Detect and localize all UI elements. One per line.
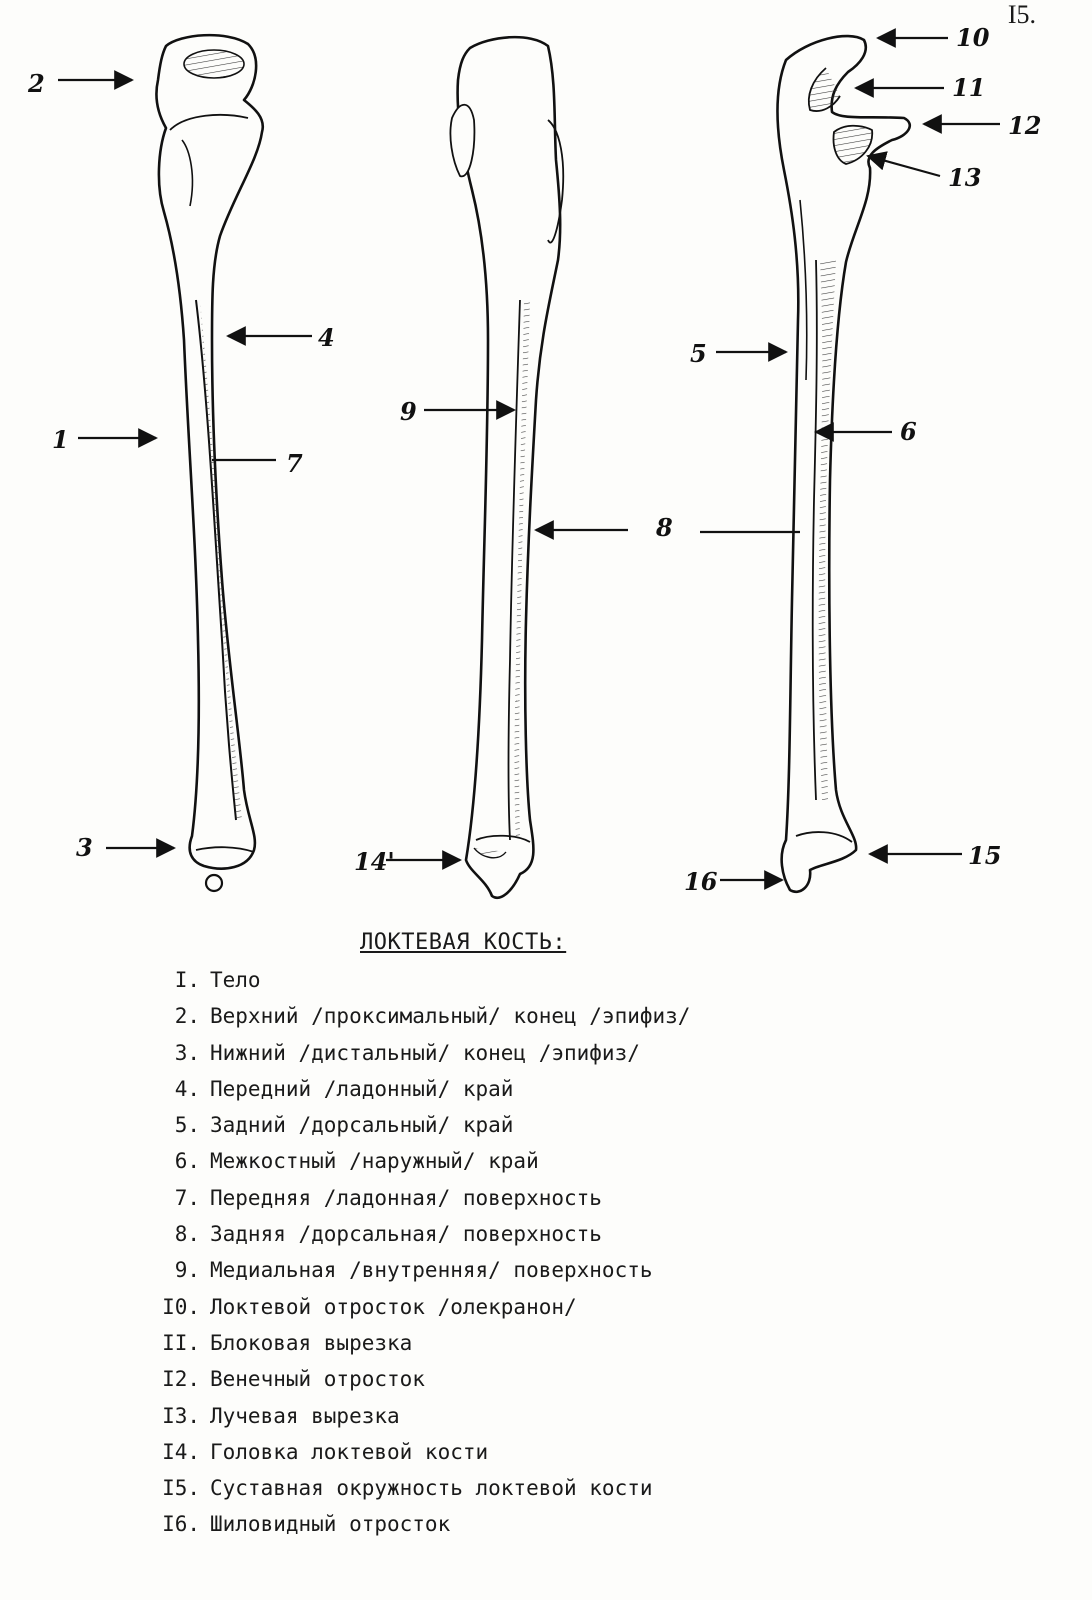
ulna-illustration: 2 3 1 4 7 9 8 14' 10 11 12 13 5 6 16 15 xyxy=(27,23,1041,899)
callout-15: 15 xyxy=(968,841,1001,870)
legend-number: 9. xyxy=(174,1258,200,1283)
ulna-anterior-view xyxy=(155,33,265,893)
callout-9: 9 xyxy=(400,397,417,426)
callout-7: 7 xyxy=(286,449,303,478)
callout-3: 3 xyxy=(76,833,93,862)
callout-5: 5 xyxy=(690,339,707,368)
legend-item: 9. Медиальная /внутренняя/ поверхность xyxy=(150,1258,690,1294)
legend-item: 7. Передняя /ладонная/ поверхность xyxy=(150,1186,690,1222)
legend-text: Задняя /дорсальная/ поверхность xyxy=(210,1222,602,1247)
legend-number: I3. xyxy=(162,1403,200,1428)
legend-item: 8. Задняя /дорсальная/ поверхность xyxy=(150,1222,690,1258)
legend-item: I3. Лучевая вырезка xyxy=(150,1404,690,1440)
legend-item: I2. Венечный отросток xyxy=(150,1367,690,1403)
legend-number: I0. xyxy=(162,1294,200,1319)
callout-6: 6 xyxy=(900,417,917,446)
legend-item: II. Блоковая вырезка xyxy=(150,1331,690,1367)
legend-text: Передняя /ладонная/ поверхность xyxy=(210,1185,602,1210)
legend-text: Тело xyxy=(210,968,261,992)
callout-16: 16 xyxy=(684,867,718,896)
callout-4: 4 xyxy=(318,323,335,352)
callout-14: 14' xyxy=(354,847,395,876)
legend-text: Межкостный /наружный/ край xyxy=(210,1149,539,1174)
legend-number: I5. xyxy=(162,1476,200,1501)
legend-item: I4. Головка локтевой кости xyxy=(150,1440,690,1476)
legend-text: Шиловидный отросток xyxy=(210,1512,451,1537)
legend-number: 2. xyxy=(174,1004,200,1029)
callout-arrows xyxy=(58,28,1000,890)
legend-number: 4. xyxy=(174,1076,200,1101)
legend-number: 7. xyxy=(174,1185,200,1210)
legend-text: Суставная окружность локтевой кости xyxy=(210,1476,653,1501)
legend-item: 2. Верхний /проксимальный/ конец /эпифиз/ xyxy=(150,1004,691,1040)
diagram-title: ЛОКТЕВАЯ КОСТЬ: xyxy=(360,930,567,955)
legend-text: Венечный отросток xyxy=(210,1367,425,1392)
legend-number: 3. xyxy=(174,1040,200,1065)
legend-item: 6. Межкостный /наружный/ край xyxy=(150,1149,690,1185)
ulna-lateral-view xyxy=(776,34,911,893)
legend-text: Медиальная /внутренняя/ поверхность xyxy=(210,1258,653,1283)
legend-text: Локтевой отросток /олекранон/ xyxy=(210,1294,577,1319)
callout-8: 8 xyxy=(655,513,673,542)
legend-text: Задний /дорсальный/ край xyxy=(210,1113,514,1138)
legend-number: II. xyxy=(162,1330,200,1355)
legend-number: I2. xyxy=(162,1367,200,1392)
legend-item: I6. Шиловидный отросток xyxy=(150,1512,690,1548)
callout-10: 10 xyxy=(956,23,990,52)
legend-text: Нижний /дистальный/ конец /эпифиз/ xyxy=(210,1040,640,1065)
callout-13: 13 xyxy=(948,163,981,192)
legend-number: I4. xyxy=(162,1439,200,1464)
legend-text: Блоковая вырезка xyxy=(210,1330,413,1355)
legend-item: I5. Суставная окружность локтевой кости xyxy=(150,1476,690,1512)
page-number: I5. xyxy=(1007,0,1036,29)
legend-number: 5. xyxy=(174,1113,200,1138)
legend-item: 5. Задний /дорсальный/ край xyxy=(150,1113,690,1149)
legend-text: Головка локтевой кости xyxy=(210,1439,489,1464)
callout-12: 12 xyxy=(1008,111,1041,140)
legend-item: I. Тело xyxy=(150,968,690,1004)
legend-list: I. Тело 2. Верхний /проксимальный/ конец /… xyxy=(150,968,690,1549)
legend-text: Передний /ладонный/ край xyxy=(210,1076,514,1101)
callout-numbers: 2 3 1 4 7 9 8 14' 10 11 12 13 5 6 16 15 xyxy=(27,23,1041,896)
legend-text: Лучевая вырезка xyxy=(210,1403,400,1428)
callout-2: 2 xyxy=(27,69,45,98)
legend-number: I6. xyxy=(162,1512,200,1537)
callout-11: 11 xyxy=(952,73,985,102)
legend-item: I0. Локтевой отросток /олекранон/ xyxy=(150,1295,690,1331)
legend-number: 8. xyxy=(174,1222,200,1247)
callout-1: 1 xyxy=(52,425,69,454)
legend-number: I. xyxy=(174,968,200,992)
legend-text: Верхний /проксимальный/ конец /эпифиз/ xyxy=(210,1004,691,1029)
ulna-medial-view xyxy=(449,35,565,899)
legend-item: 4. Передний /ладонный/ край xyxy=(150,1077,690,1113)
legend-item: 3. Нижний /дистальный/ конец /эпифиз/ xyxy=(150,1041,690,1077)
legend-number: 6. xyxy=(174,1149,200,1174)
